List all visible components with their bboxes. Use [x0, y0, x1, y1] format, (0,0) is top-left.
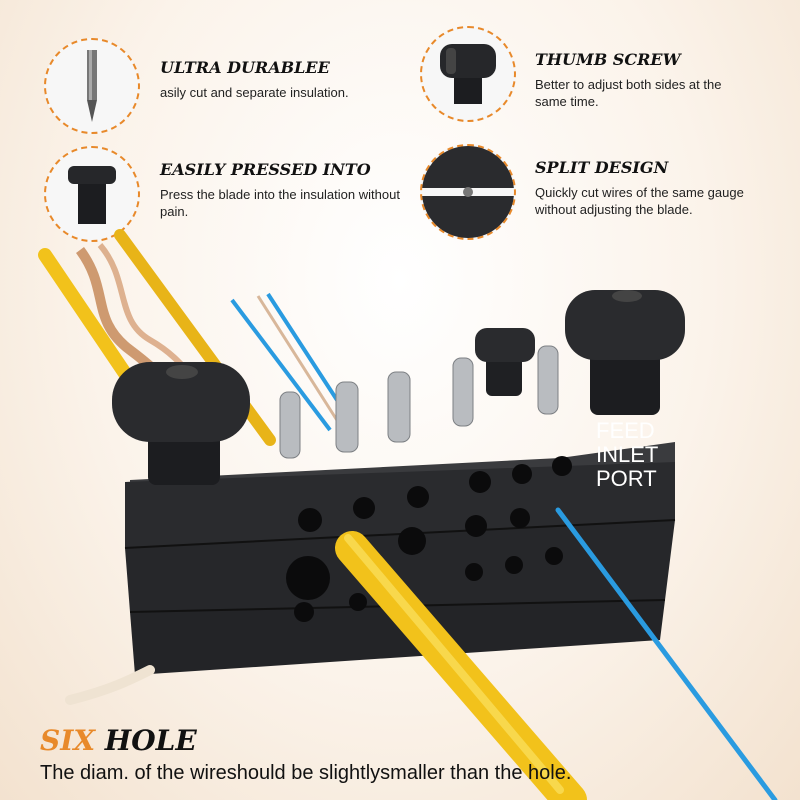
blade-icon	[87, 50, 97, 122]
pressed-blade-holder-icon	[68, 166, 116, 224]
ultra-durable-icon-circle	[44, 38, 140, 134]
thumb-screw-icon	[440, 44, 496, 104]
split-design-icon-circle	[420, 144, 516, 240]
footer-title-word2: HOLE	[104, 724, 197, 757]
port-label: PORT	[596, 466, 657, 491]
wire-strand-back	[256, 295, 342, 426]
white-wire	[65, 665, 155, 705]
easily-pressed-icon-circle	[44, 146, 140, 242]
feature-title-ultra-durable: ULTRA DURABLEE	[160, 58, 330, 77]
feature-title-easily-pressed: EASILY PRESSED INTO	[160, 160, 371, 179]
blade-pins	[279, 345, 559, 459]
feature-desc-split-design: Quickly cut wires of the same gauge with…	[535, 185, 744, 217]
footer-title: SIX HOLE	[40, 724, 197, 757]
left-screw-head	[112, 362, 250, 442]
feature-title-split-design: SPLIT DESIGN	[535, 158, 669, 177]
feature-desc-thumb-screw: Better to adjust both sides at the same …	[535, 77, 722, 109]
inlet-label: INLET	[596, 442, 658, 467]
right-screw-head	[565, 290, 685, 360]
small-knob-head	[475, 328, 535, 362]
footer-title-word1: SIX	[40, 724, 96, 757]
right-screw-body	[590, 345, 660, 415]
feed-label: FEED	[596, 418, 655, 443]
thumb-screw-icon-circle	[420, 26, 516, 122]
right-screw-top	[612, 290, 642, 302]
feature-desc-easily-pressed: Press the blade into the insulation with…	[160, 187, 400, 219]
feature-desc-ultra-durable: asily cut and separate insulation.	[160, 85, 349, 100]
feature-title-thumb-screw: THUMB SCREW	[535, 50, 681, 69]
blue-wire-front	[555, 507, 778, 800]
footer-subtitle: The diam. of the wireshould be slightlys…	[40, 762, 572, 784]
left-screw-top	[166, 365, 198, 379]
yellow-wire-front-highlight	[344, 534, 564, 794]
small-knob-body	[486, 352, 522, 396]
split-design-icon	[422, 146, 514, 238]
block-front-bottom	[130, 600, 665, 675]
blue-wire-back-1	[230, 298, 332, 432]
block-front-lower	[125, 520, 675, 612]
